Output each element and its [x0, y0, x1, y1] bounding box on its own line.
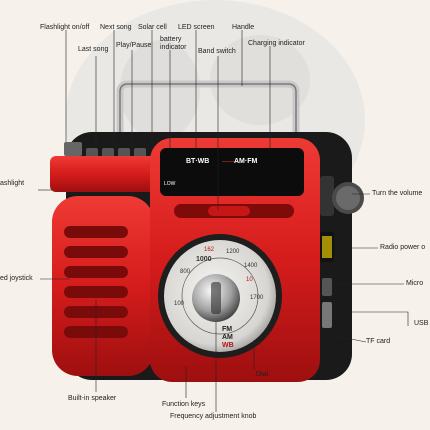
screen-bands-label: BT·WB: [186, 158, 210, 165]
dial-scale-10: 10: [246, 277, 253, 283]
dial-scale-100: 100: [174, 301, 185, 307]
last-song-button: [86, 148, 98, 158]
speaker-slot: [64, 226, 128, 238]
dial-scale-1400: 1400: [244, 263, 258, 269]
label-builtin-speaker: Built-in speaker: [68, 395, 117, 402]
label-battery-indicator-2: indicator: [160, 44, 187, 51]
label-micro: Micro: [406, 280, 424, 287]
led-screen: [160, 148, 304, 196]
label-battery-indicator-1: battery: [160, 36, 182, 43]
label-last-song: Last song: [78, 46, 109, 53]
label-led-screen: LED screen: [178, 24, 215, 31]
screen-indicator-line: ——: [222, 158, 236, 165]
next-song-button: [118, 148, 130, 158]
label-flashlight: ashlight: [0, 180, 25, 187]
label-play-pause: Play/Pause: [116, 42, 152, 49]
label-function-keys: Function keys: [162, 401, 206, 408]
label-tf-card: TF card: [366, 338, 391, 345]
play-pause-button: [102, 148, 114, 158]
screen-amfm-label: AM·FM: [234, 158, 258, 165]
usb-port: [322, 302, 332, 328]
label-frequency-knob: Frequency adjustment knob: [170, 413, 257, 420]
top-red-block: [50, 156, 158, 192]
label-dial: Dial: [256, 371, 269, 378]
dial-scale-162: 162: [204, 247, 215, 253]
label-turn-volume: Turn the volume: [372, 190, 423, 197]
label-handle: Handle: [232, 24, 255, 31]
dial-scale-1200: 1200: [226, 249, 240, 255]
label-flashlight-onoff: Flashlight on/off: [40, 24, 90, 31]
label-joystick: ed joystick: [0, 275, 33, 282]
dial-wb: WB: [222, 342, 234, 349]
screen-low-label: LOW: [164, 181, 176, 187]
micro-port: [322, 278, 332, 296]
dial-scale-1000: 1000: [196, 256, 212, 263]
label-solar-cell: Solar cell: [138, 24, 167, 31]
flashlight-button: [64, 142, 82, 156]
dial-am: AM: [222, 334, 233, 341]
label-usb: USB: [414, 320, 429, 327]
dial-scale-1700: 1700: [250, 295, 264, 301]
label-charging-indicator: Charging indicator: [248, 40, 305, 47]
band-switch: [208, 206, 250, 216]
dial-scale-800: 800: [180, 269, 191, 275]
label-next-song: Next song: [100, 24, 132, 31]
speaker-slot: [64, 266, 128, 278]
label-band-switch: Band switch: [198, 48, 236, 55]
label-radio-power: Radio power o: [380, 244, 426, 251]
speaker-slot: [64, 246, 128, 258]
dial-fm: FM: [222, 326, 233, 333]
speaker-slot: [64, 286, 128, 298]
